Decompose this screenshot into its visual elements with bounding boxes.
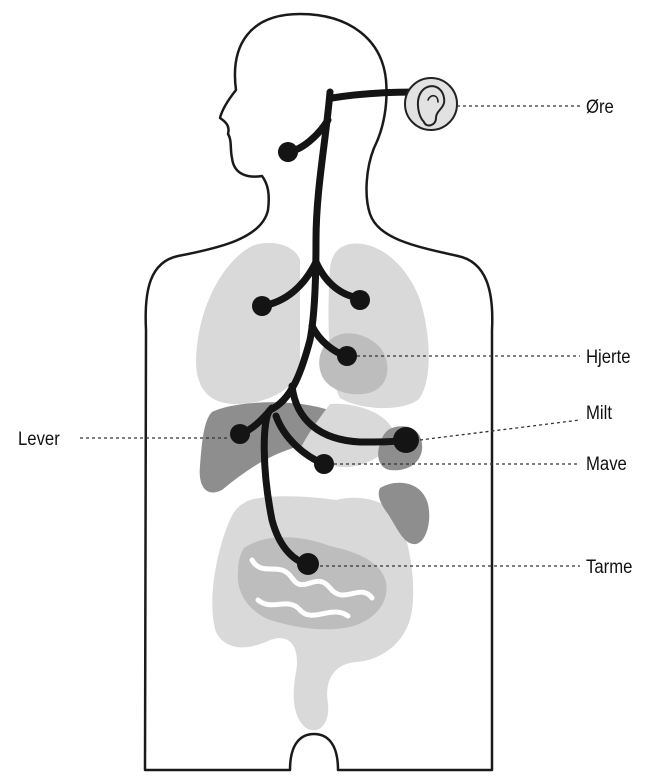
ear-icon [405,78,457,130]
neck-node [278,142,298,162]
right-lung-node [350,290,370,310]
liver-node [230,424,250,444]
ear-label: Øre [586,96,614,117]
liver-label: Lever [18,428,60,449]
left-lung-node [252,296,272,316]
stomach-label: Mave [586,453,627,474]
stomach-node [314,454,334,474]
spleen-node [393,427,419,453]
heart-node [337,346,357,366]
intestine-node [297,553,319,575]
intestine-label: Tarme [586,556,632,577]
heart-label: Hjerte [586,346,631,367]
spleen-label: Milt [586,402,612,423]
